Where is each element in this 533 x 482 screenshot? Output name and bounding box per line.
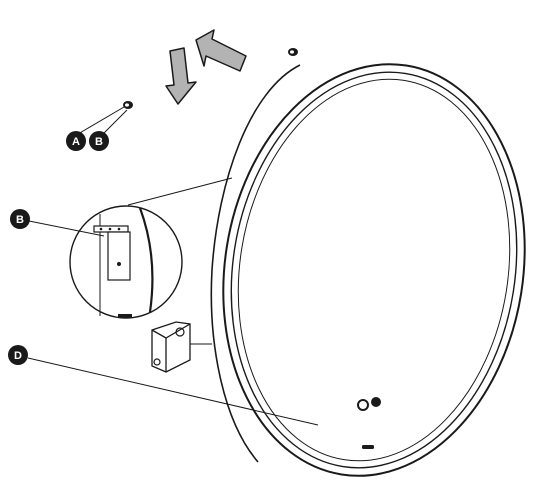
mirror-frame: [210, 63, 526, 477]
down-arrow-icon: [165, 47, 197, 105]
leader-line-b: [102, 109, 128, 135]
leader-line-a: [77, 106, 125, 135]
leader-line-d: [27, 357, 319, 426]
callout-b-detail: B: [10, 209, 30, 229]
bottom-sensor: [362, 445, 374, 449]
svg-text:B: B: [16, 214, 24, 226]
left-arrow-icon: [195, 29, 247, 72]
wall-bracket-icon: [93, 225, 131, 281]
svg-text:B: B: [95, 136, 103, 148]
screw-anchor-icon: [288, 48, 298, 56]
zoom-guide-top: [127, 177, 233, 206]
svg-text:D: D: [14, 350, 22, 362]
callout-d: D: [8, 345, 28, 365]
callout-b-top: B: [89, 131, 109, 151]
svg-text:A: A: [72, 136, 80, 148]
leader-line-b-detail: [28, 220, 105, 237]
junction-box: [151, 321, 212, 373]
bracket-detail-view: [69, 205, 183, 319]
touch-switch-icon: [357, 397, 381, 411]
screw-anchor-icon: [123, 101, 133, 109]
callout-a: A: [66, 131, 86, 151]
